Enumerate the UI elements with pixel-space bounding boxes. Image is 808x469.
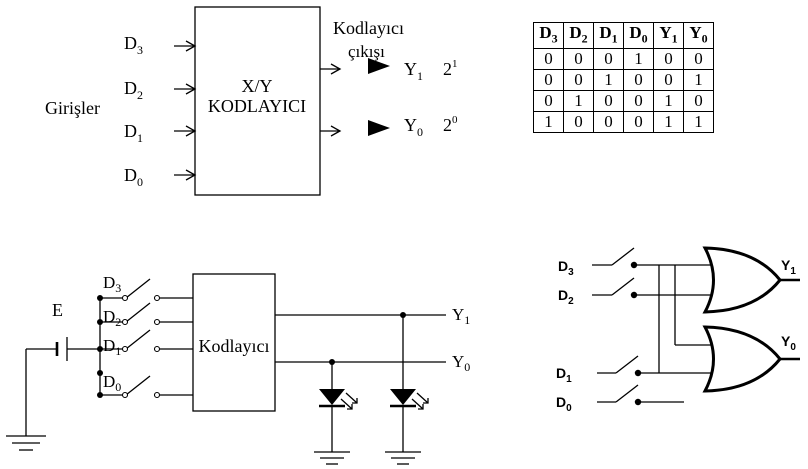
- truth-table-cell: 0: [563, 111, 594, 134]
- supply-label: E: [52, 300, 63, 320]
- gate-switches: [592, 247, 712, 406]
- truth-table-header: D3: [533, 21, 564, 50]
- or-gate-y1: [702, 246, 782, 314]
- encoder-block-title: X/Y: [242, 76, 273, 96]
- truth-table-cell: 0: [533, 48, 564, 71]
- gate-output-label-y0: Y0: [781, 333, 796, 353]
- truth-table-cell: 0: [683, 90, 714, 113]
- gate-output-label-y1: Y1: [781, 257, 796, 277]
- encoder-block: [194, 6, 321, 196]
- truth-table-cell: 1: [653, 90, 684, 113]
- truth-table-row: 1 0 0 0 1 1: [533, 111, 714, 134]
- truth-table-cell: 1: [683, 69, 714, 92]
- gate-input-label-d1: D1: [556, 365, 572, 385]
- encoder-block-subtitle: KODLAYICI: [208, 96, 306, 116]
- gate-input-label-d2: D2: [558, 287, 574, 307]
- truth-table-cell: 0: [623, 69, 654, 92]
- truth-table-cell: 1: [683, 111, 714, 134]
- truth-table-cell: 1: [653, 111, 684, 134]
- switch-label-d0: D0: [103, 372, 121, 394]
- truth-table: D3 D2 D1 D0 Y1 Y0 0 0 0 1 0 0 0 0 1 0 0 …: [533, 21, 714, 134]
- truth-table-row: 0 0 0 1 0 0: [533, 48, 714, 71]
- ground-symbol-left: [6, 435, 46, 451]
- truth-table-cell: 0: [563, 69, 594, 92]
- input-label-d1: D1: [124, 121, 143, 145]
- led-output-label-y0: Y0: [452, 352, 470, 374]
- led-output-label-y1: Y1: [452, 305, 470, 327]
- output-weight-y0: 20: [443, 114, 458, 135]
- led-y1: [385, 315, 429, 465]
- input-label-d0: D0: [124, 165, 143, 189]
- switch-label-d1: D1: [103, 336, 121, 358]
- led-y0: [314, 362, 358, 465]
- truth-table-cell: 1: [533, 111, 564, 134]
- output-arrows: [320, 58, 390, 137]
- output-title: Kodlayıcı: [333, 18, 404, 38]
- input-arrows: [174, 40, 197, 181]
- truth-table-cell: 0: [653, 48, 684, 71]
- truth-table-cell: 0: [593, 90, 624, 113]
- truth-table-cell: 0: [533, 69, 564, 92]
- truth-table-cell: 0: [593, 48, 624, 71]
- output-label-y1: Y1: [404, 59, 423, 83]
- gate-input-label-d3: D3: [558, 258, 574, 278]
- truth-table-header: Y1: [653, 21, 684, 50]
- truth-table-cell: 0: [683, 48, 714, 71]
- switch-label-d3: D3: [103, 273, 121, 295]
- input-label-d2: D2: [124, 78, 143, 102]
- truth-table-cell: 0: [533, 90, 564, 113]
- or-gate-y0: [702, 325, 782, 393]
- truth-table-header: Y0: [683, 21, 714, 50]
- output-weight-y1: 21: [443, 58, 458, 79]
- switch-label-d2: D2: [103, 307, 121, 329]
- truth-table-header-row: D3 D2 D1 D0 Y1 Y0: [533, 21, 714, 50]
- truth-table-cell: 1: [593, 69, 624, 92]
- truth-table-row: 0 0 1 0 0 1: [533, 69, 714, 92]
- output-label-y0: Y0: [404, 115, 423, 139]
- truth-table-cell: 0: [563, 48, 594, 71]
- encoder-box-label: Kodlayıcı: [199, 336, 270, 356]
- input-switches: [100, 278, 193, 399]
- encoder-box: [192, 273, 276, 412]
- truth-table-cell: 1: [563, 90, 594, 113]
- truth-table-header: D2: [563, 21, 594, 50]
- truth-table-header: D0: [623, 21, 654, 50]
- switch-circuit: E D3 D2 D1 D0: [6, 273, 470, 465]
- truth-table-cell: 0: [623, 90, 654, 113]
- or-gate-circuit: D3 D2 D1 D0 Y1: [556, 246, 800, 414]
- truth-table-row: 0 1 0 0 1 0: [533, 90, 714, 113]
- truth-table-cell: 1: [623, 48, 654, 71]
- truth-table-cell: 0: [593, 111, 624, 134]
- truth-table-cell: 0: [653, 69, 684, 92]
- encoder-block-diagram: X/Y KODLAYICI Girişler D3 D2 D1 D0 Kodla…: [45, 6, 458, 196]
- input-label-d3: D3: [124, 33, 143, 57]
- truth-table-cell: 0: [623, 111, 654, 134]
- truth-table-header: D1: [593, 21, 624, 50]
- inputs-label: Girişler: [45, 98, 100, 118]
- gate-input-label-d0: D0: [556, 394, 572, 414]
- output-subtitle: çıkışı: [348, 42, 385, 61]
